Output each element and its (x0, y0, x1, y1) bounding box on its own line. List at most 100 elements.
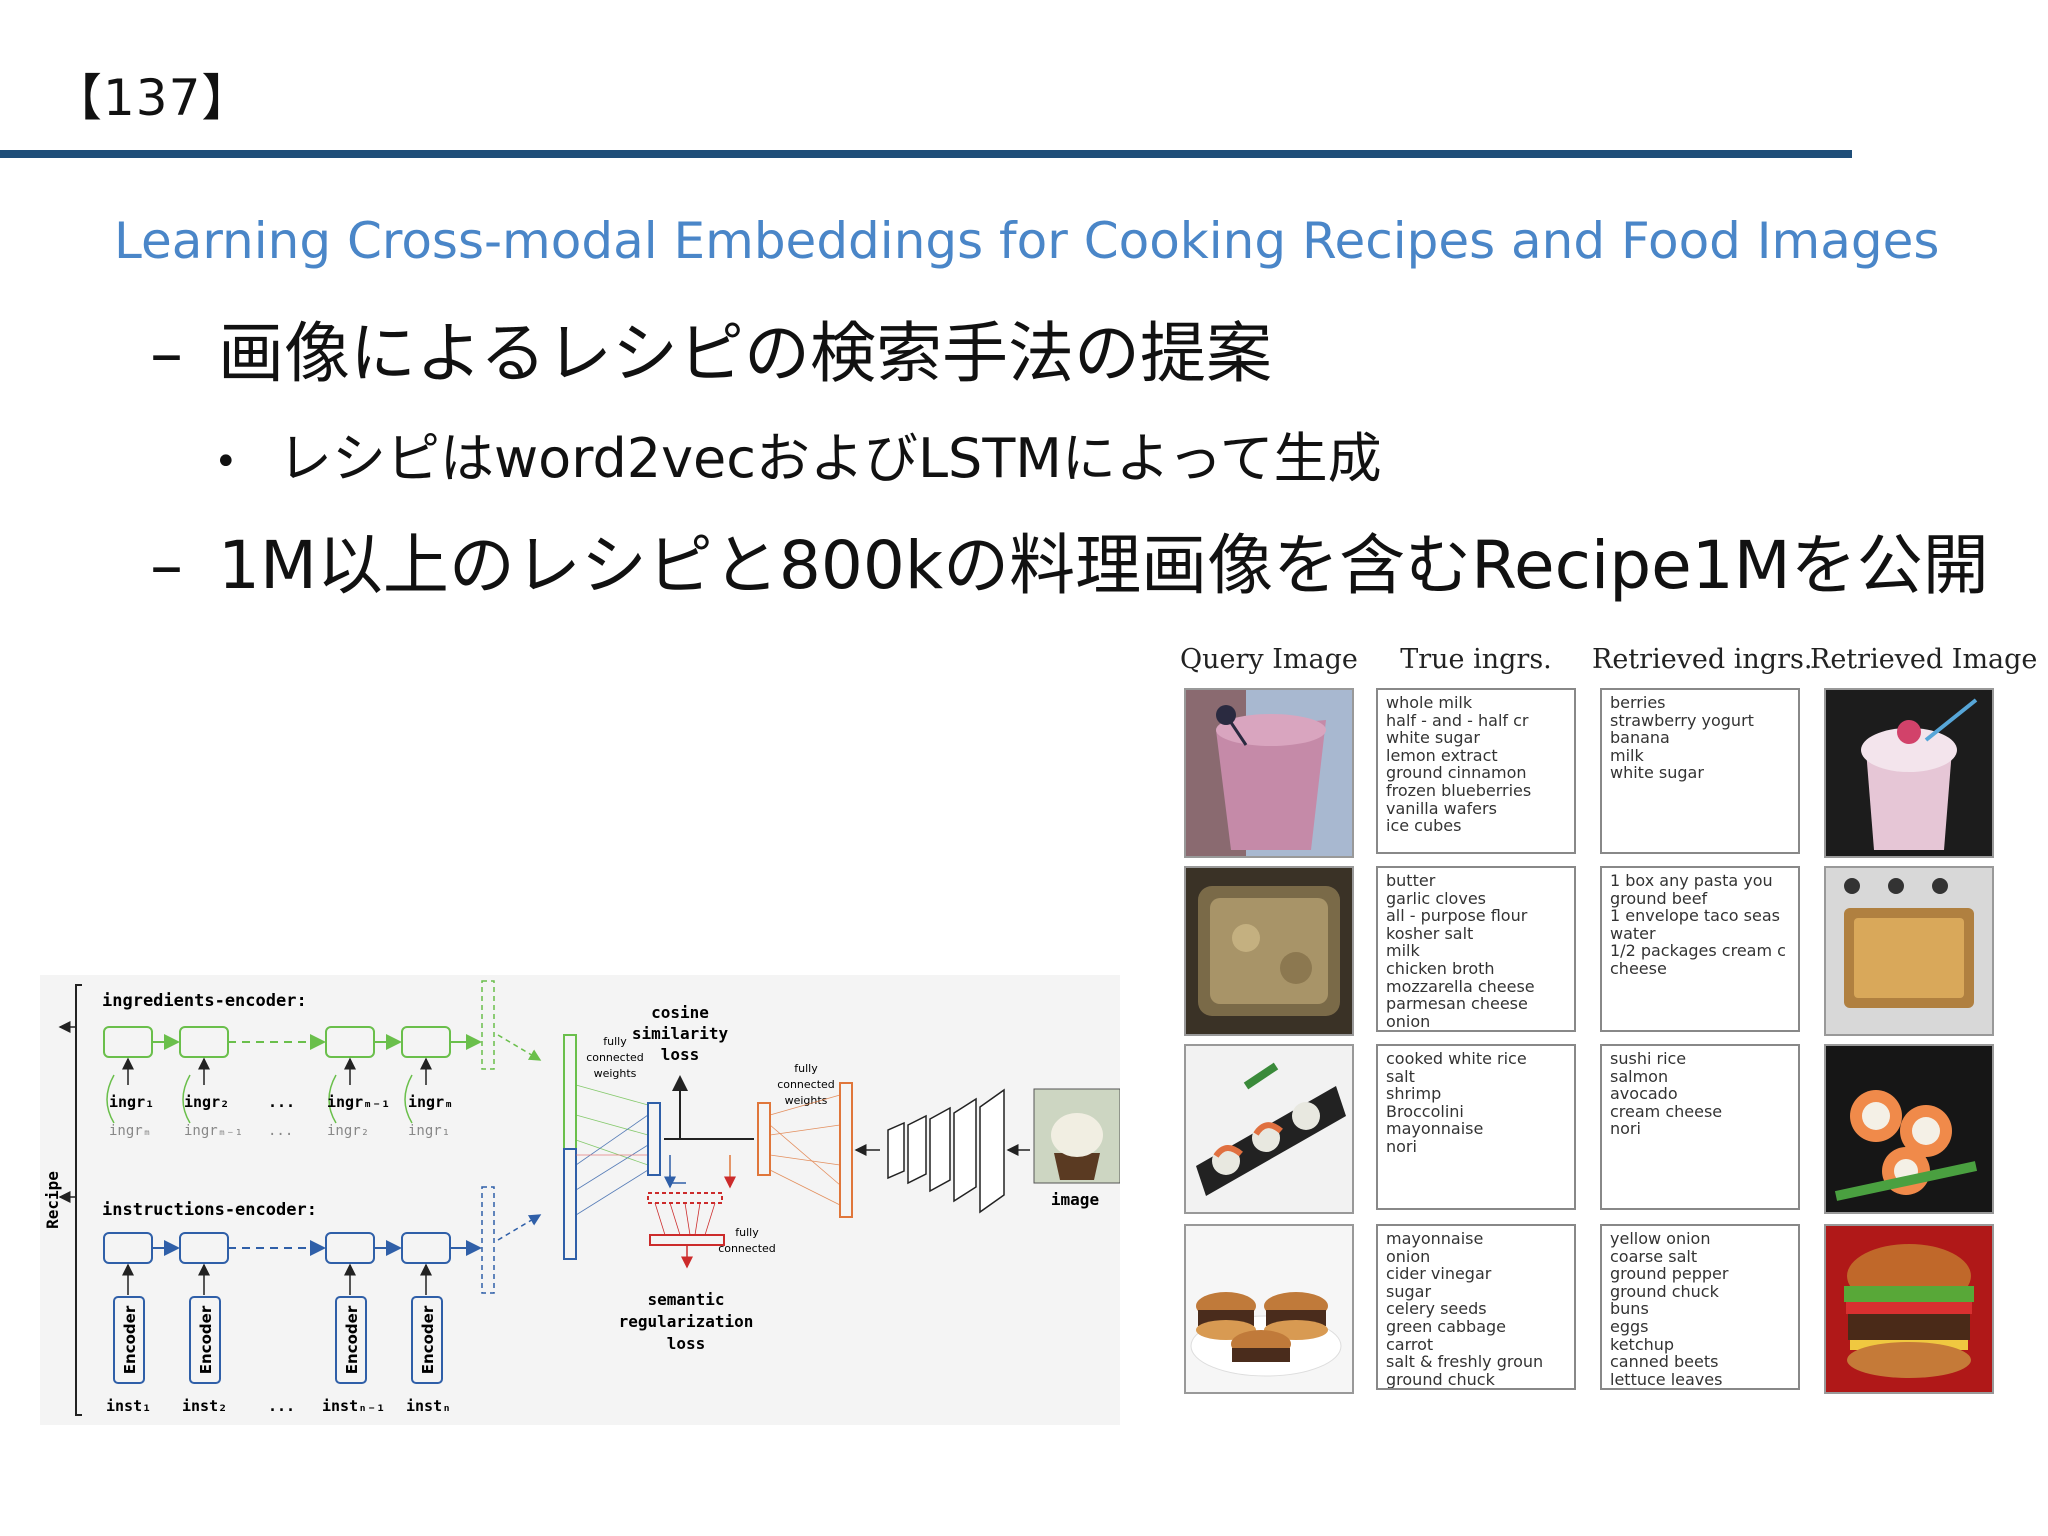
ingredient: whole milk (1386, 693, 1473, 712)
ingr-top-2: ingr₂ (184, 1093, 229, 1111)
ingredient: half - and - half cr (1386, 710, 1529, 730)
semantic-fc-lines (654, 1202, 716, 1236)
ingredient: cider vinegar (1386, 1264, 1492, 1284)
image-feature-vector (839, 1082, 853, 1218)
ingr-top-dots: ... (268, 1093, 295, 1111)
ingredient: nori (1610, 1119, 1641, 1139)
ingredients-encoder-label: ingredients-encoder: (102, 991, 307, 1011)
inst-n: instₙ (406, 1397, 451, 1415)
ingredient: ice cubes (1386, 816, 1462, 836)
ingredient: 1 envelope taco seas (1610, 906, 1780, 926)
bullet-1: –画像によるレシピの検索手法の提案 (150, 300, 1272, 396)
recipe-vector-inst (563, 1148, 577, 1260)
ingredient: canned beets (1610, 1352, 1719, 1372)
architecture-svg: Recipe ingredients-encoder: ingr₁ ingr₂ … (43, 980, 1121, 1416)
ingredient: chicken broth (1386, 958, 1495, 978)
ingredient: green cabbage (1386, 1316, 1507, 1336)
bullet-3: –1M以上のレシピと800kの料理画像を含むRecipe1Mを公開 (150, 512, 1989, 608)
semantic-class-vector (647, 1192, 723, 1204)
ingredient: sushi rice (1610, 1049, 1687, 1068)
fc-bottom-1: fully (735, 1226, 759, 1239)
retrieved-image-smoothie (1824, 688, 1994, 858)
fc-left-3: weights (594, 1067, 637, 1080)
bullet-1-text: 画像によるレシピの検索手法の提案 (218, 315, 1273, 392)
ingredient: ground chuck (1610, 1281, 1719, 1301)
query-image-sliders (1184, 1224, 1354, 1394)
ingredient: onion (1386, 1011, 1431, 1031)
ingr-bottom-2: ingrₘ₋₁ (184, 1123, 243, 1139)
fc-left-2: connected (586, 1051, 644, 1064)
header-rule (0, 150, 1852, 158)
ingredient: kosher salt (1386, 923, 1474, 943)
ingr-top-1: ingr₁ (109, 1093, 154, 1111)
ingredient: 1 box any pasta you (1610, 871, 1773, 890)
bullet-1-marker: – (150, 315, 183, 392)
inst-dots: ... (268, 1397, 295, 1415)
fc-right-lines (769, 1094, 841, 1206)
inst-2: inst₂ (182, 1397, 227, 1415)
ingredient: banana (1610, 728, 1670, 748)
recipe-vector-ingr (563, 1034, 577, 1150)
architecture-diagram: Recipe ingredients-encoder: ingr₁ ingr₂ … (40, 975, 1121, 1425)
encoder-2: Encoder (197, 1305, 215, 1374)
semantic-1: semantic (647, 1290, 724, 1309)
ingredient: carrot (1386, 1334, 1434, 1354)
ingredient: buns (1610, 1299, 1649, 1319)
ingredient: milk (1610, 745, 1644, 765)
ingredient: eggs (1610, 1316, 1649, 1336)
ingredient: white sugar (1386, 728, 1480, 748)
bullet-3-marker: – (150, 527, 183, 604)
ingredient: ketchup (1610, 1334, 1675, 1354)
inst-1: inst₁ (106, 1397, 151, 1415)
ingredient: salt & freshly groun (1386, 1352, 1544, 1372)
bullet-2: •レシピはword2vecおよびLSTMによって生成 (214, 414, 1382, 493)
ingredient: berries (1610, 693, 1666, 712)
query-image-casserole (1184, 866, 1354, 1036)
ingredient: garlic cloves (1386, 888, 1486, 908)
slide-number: 【137】 (52, 69, 253, 127)
fc-right-3: weights (785, 1094, 828, 1107)
inst-n1: instₙ₋₁ (322, 1397, 385, 1415)
ingredients-embedding (481, 980, 495, 1070)
slide-title: Learning Cross-modal Embeddings for Cook… (114, 212, 1940, 270)
ingredients-lstm-chain (103, 1026, 482, 1124)
retrieved-image-burger (1824, 1224, 1994, 1394)
semantic-3: loss (667, 1334, 706, 1353)
ingredient: ground chuck (1386, 1369, 1495, 1389)
ingredient: lettuce leaves (1610, 1369, 1723, 1389)
ingr-bottom-m1: ingr₂ (327, 1123, 369, 1139)
retrieval-results: Query Image True ingrs. Retrieved ingrs.… (1180, 640, 2038, 1400)
retrieved-image-sushi-rolls (1824, 1044, 1994, 1214)
ingredient: ground beef (1610, 888, 1708, 908)
fc-right-1: fully (794, 1062, 818, 1075)
recipe-label: Recipe (43, 1171, 62, 1229)
ingredient: nori (1386, 1136, 1417, 1156)
header-retrieved-ingrs: Retrieved ingrs. (1592, 644, 1813, 675)
encoder-4: Encoder (419, 1305, 437, 1374)
header-retrieved-image: Retrieved Image (1810, 644, 2038, 675)
ingredient: yellow onion (1610, 1229, 1711, 1248)
ingredient: white sugar (1610, 763, 1704, 783)
retrieved-image-casserole (1824, 866, 1994, 1036)
ingredient: mayonnaise (1386, 1229, 1484, 1248)
image-embedding (757, 1102, 771, 1176)
cosine-1: cosine (651, 1003, 709, 1022)
fc-left-lines (575, 1084, 649, 1216)
ingredient: lemon extract (1386, 745, 1498, 765)
ingredient: celery seeds (1386, 1299, 1487, 1319)
ingredient: coarse salt (1610, 1246, 1698, 1266)
bullet-2-marker: • (214, 439, 238, 486)
semantic-output (649, 1234, 725, 1246)
ingredient: butter (1386, 871, 1436, 890)
ingredient: cream cheese (1610, 1101, 1723, 1121)
bullet-3-text: 1M以上のレシピと800kの料理画像を含むRecipe1Mを公開 (218, 527, 1989, 604)
instructions-lstm-chain (103, 1232, 482, 1384)
ingredient: strawberry yogurt (1610, 710, 1754, 730)
ingr-bottom-dots: ... (268, 1123, 293, 1139)
